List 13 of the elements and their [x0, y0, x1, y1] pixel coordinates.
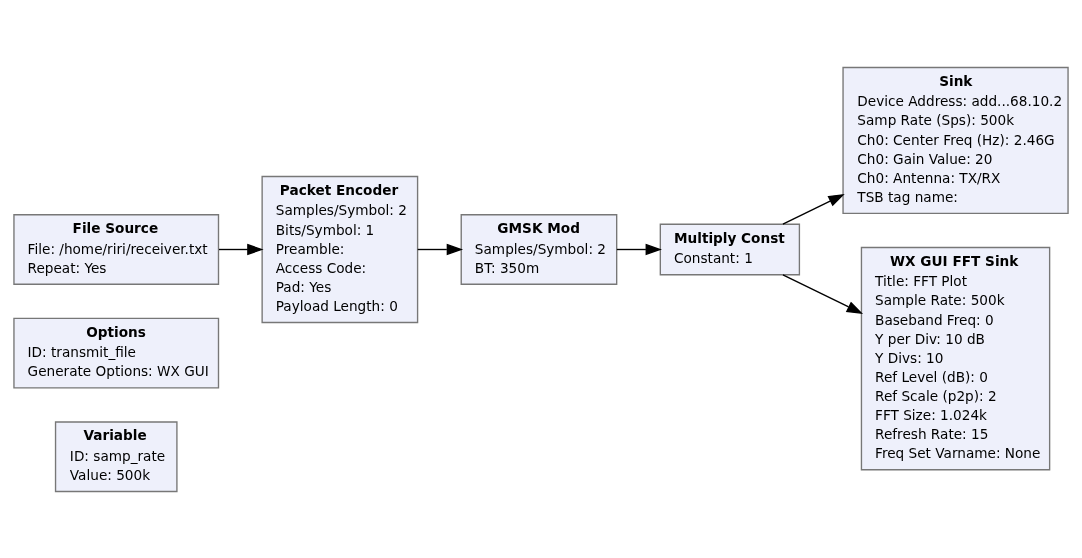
node-box: File Source File: /home/riri/receiver.txt Repeat: Yes [13, 213, 220, 285]
arrow [782, 193, 845, 225]
node-box: Options ID: transmit_file Generate Options: WX GUI [13, 317, 220, 389]
node-box: Multiply Const Constant: 1 [659, 223, 801, 275]
arrow [616, 243, 662, 255]
node-box: Packet Encoder Samples/Symbol: 2 Bits/Symbol: 1 Preamble: Access Code: Pad: Yes Payload Length: 0 [261, 175, 419, 323]
node-box: Variable ID: samp_rate Value: 500k [54, 420, 178, 492]
node-box: GMSK Mod Samples/Symbol: 2 BT: 350m [460, 213, 618, 285]
arrow [218, 243, 264, 255]
arrow [417, 243, 464, 255]
node-box: WX GUI FFT Sink Title: FFT Plot Sample Rate: 500k Baseband Freq: 0 Y per Div: 10 dB Y Divs: 10 Ref Level (dB): 0 Ref Scale (p2p): 2 FFT Size: 1.024k Refresh Rate: 15 Freq Set Varname: None [860, 246, 1051, 470]
arrow [782, 273, 864, 314]
node-box: Sink Device Address: add...68.10.2 Samp Rate (Sps): 500k Ch0: Center Freq (Hz): 2.46G Ch0: Gain Value: 20 Ch0: Antenna: TX/RX TSB tag name: [842, 66, 1069, 214]
